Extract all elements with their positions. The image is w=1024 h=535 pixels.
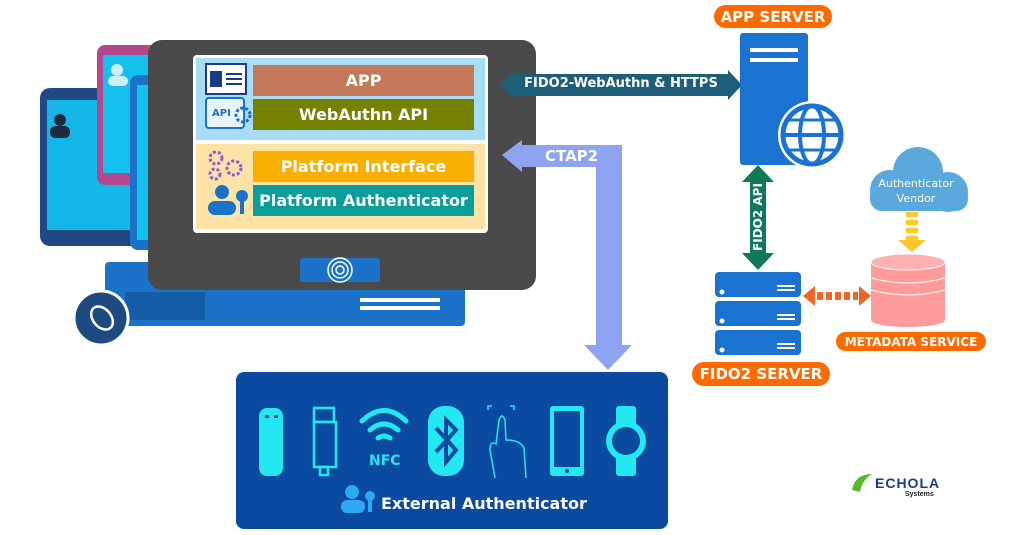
smartwatch-icon (606, 406, 646, 476)
external-authenticator-label: External Authenticator (381, 494, 587, 513)
vendor-arrow (898, 212, 926, 252)
https-arrow-label: FIDO2-WebAuthn & HTTPS (524, 76, 718, 91)
fido2-server-icon (715, 272, 801, 355)
app-server-icon (740, 33, 846, 169)
https-double-arrow (500, 70, 742, 100)
authenticator-vendor-label: Authenticator Vendor (866, 176, 966, 206)
metadata-double-arrow (803, 286, 871, 306)
bluetooth-icon (428, 406, 464, 476)
touch-fingerprint-icon (487, 405, 527, 479)
cloud-icon (870, 147, 968, 212)
ctap2-arrow-label: CTAP2 (545, 147, 599, 165)
vendor-line-2: Vendor (896, 192, 936, 205)
usb-key-icon (259, 408, 283, 476)
database-icon (870, 253, 946, 327)
ctap2-arrow (502, 140, 632, 370)
echola-logo: ECHOLA Systems (852, 474, 940, 498)
app-server-label: APP SERVER (714, 5, 832, 28)
platform-authenticator-layer: Platform Authenticator (253, 185, 474, 216)
api-icon-text: API (212, 108, 231, 119)
smartphone-icon (550, 406, 584, 476)
vendor-line-1: Authenticator (878, 177, 954, 190)
usb-stick-icon (312, 406, 338, 477)
platform-interface-layer: Platform Interface (253, 151, 474, 182)
user-key-icon (341, 485, 375, 513)
user-key-icon (208, 185, 248, 215)
webauthn-api-layer: WebAuthn API (253, 99, 474, 130)
mouse-icon (72, 289, 130, 347)
api-icon (205, 97, 245, 129)
app-layer: APP (253, 65, 474, 96)
fido2-server-label: FIDO2 SERVER (692, 362, 830, 386)
metadata-service-label: METADATA SERVICE (836, 332, 986, 351)
nfc-icon (359, 408, 409, 441)
fido2-api-arrow-label: FIDO2 API (751, 183, 765, 251)
nfc-label: NFC (369, 453, 401, 469)
svg-text:Systems: Systems (905, 491, 934, 498)
fido2-api-double-arrow (742, 165, 774, 270)
gears-icon (208, 150, 243, 181)
svg-text:ECHOLA: ECHOLA (875, 475, 940, 491)
